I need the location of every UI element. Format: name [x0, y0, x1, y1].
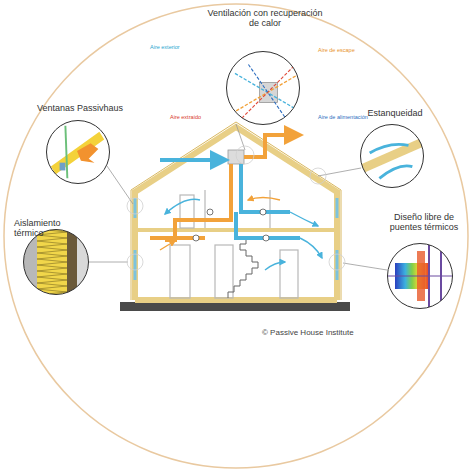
callout-circle: Estanqueidad: [360, 124, 424, 188]
copyright-note: © Passive House Institute: [262, 328, 354, 337]
callout-title: Diseño libre de puentes térmicos: [382, 212, 466, 232]
airflow-label: Aire de alimentación: [318, 114, 368, 120]
callout-circle: Ventanas Passivhaus: [46, 120, 110, 184]
callout-title: Aislamiento térmico: [14, 218, 74, 238]
callout-circle: Aislamiento térmico: [23, 229, 89, 295]
callout-detail: [23, 229, 89, 295]
airflow-label: Aire de escape: [318, 47, 355, 53]
airflow-label: Aire exterior: [150, 44, 180, 50]
callout-detail: [387, 243, 453, 309]
callout-title: Ventanas Passivhaus: [30, 103, 130, 113]
callout-title: Estanqueidad: [360, 108, 430, 118]
callout-detail: [46, 120, 110, 184]
callout-title: Ventilación con recuperación de calor: [205, 8, 325, 28]
callout-detail: [226, 51, 300, 125]
callout-detail: [360, 124, 424, 188]
callout-circle: Ventilación con recuperación de calor: [226, 51, 300, 125]
airflow-label: Aire extraído: [170, 114, 201, 120]
callout-circle: Diseño libre de puentes térmicos: [387, 243, 453, 309]
